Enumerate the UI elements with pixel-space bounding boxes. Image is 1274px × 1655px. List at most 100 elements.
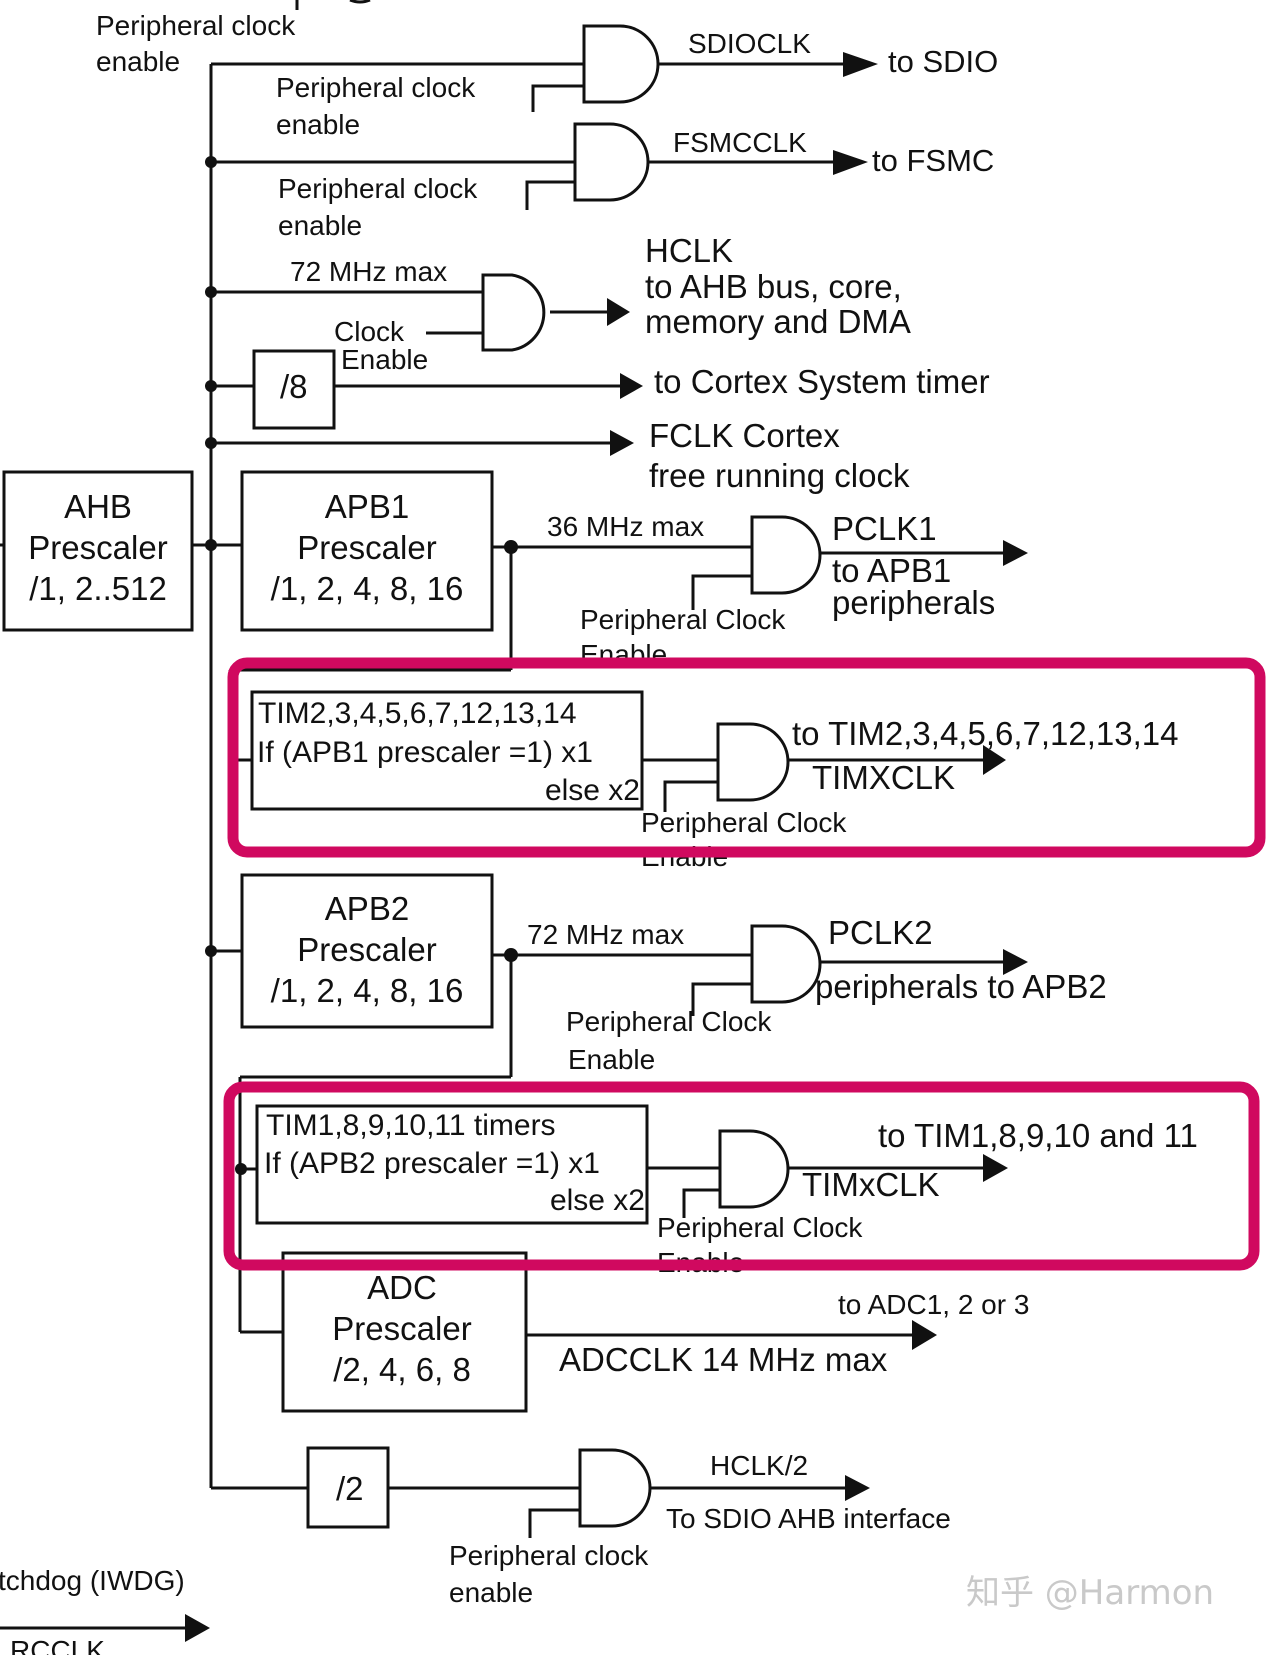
timx1-dest-label: to TIM2,3,4,5,6,7,12,13,14 — [792, 715, 1179, 752]
adc-label-2: Prescaler — [332, 1310, 471, 1347]
pclk1-arrow-icon — [1003, 540, 1028, 566]
sdio-and-gate — [582, 24, 660, 104]
fclk-arrow-icon — [610, 430, 634, 456]
pclk2-label: PCLK2 — [828, 914, 933, 951]
pclk2-and-gate — [750, 924, 822, 1004]
iwdg-signal-label: RCCLK — [10, 1635, 105, 1655]
timx1-enable-label-1: Peripheral Clock — [641, 807, 847, 838]
adc-arrow-icon — [912, 1320, 937, 1350]
hclk-enable-label-1: Clock — [334, 316, 405, 347]
apb2-max-label: 72 MHz max — [527, 919, 684, 950]
div2-label: /2 — [336, 1470, 364, 1507]
ahb-label-2: Prescaler — [28, 529, 167, 566]
fclk-label-1: FCLK Cortex — [649, 417, 840, 454]
apb1-label-3: /1, 2, 4, 8, 16 — [271, 570, 464, 607]
timx2-enable-label-1: Peripheral Clock — [657, 1212, 863, 1243]
div8-box — [252, 349, 336, 430]
timx1-arrow-icon — [983, 745, 1006, 775]
watermark: 知乎 @Harmon — [966, 1573, 1214, 1613]
timx1-and-gate — [716, 722, 790, 802]
apb1-timer-multiplier-box — [250, 690, 644, 811]
hclk-max-label: 72 MHz max — [290, 256, 447, 287]
fsmc-arrow-icon — [833, 150, 868, 175]
fsmc-enable-line — [525, 180, 575, 210]
ahb-junction-dot — [205, 539, 217, 551]
timx2-signal-label: TIMxCLK — [802, 1166, 940, 1203]
hclk2-enable-label-1: Peripheral clock — [449, 1540, 649, 1571]
pclk1-enable-label-1: Peripheral Clock — [580, 604, 786, 635]
hclk2-arrow-icon — [845, 1475, 870, 1501]
fsmc-enable-label-2: enable — [278, 210, 362, 241]
fsmc-enable-label-1: Peripheral clock — [278, 173, 478, 204]
adc-dest-label: to ADC1, 2 or 3 — [838, 1289, 1029, 1320]
pclk2-arrow-icon — [1003, 949, 1028, 975]
timx2-arrow-icon — [983, 1154, 1008, 1182]
top-gate-fragment — [349, 0, 371, 4]
adc-prescaler-box — [281, 1251, 528, 1413]
systick-dest-label: to Cortex System timer — [654, 363, 990, 400]
sdio-enable-label-2: enable — [276, 109, 360, 140]
hclk2-and-gate — [578, 1448, 652, 1528]
pclk1-and-gate — [750, 515, 822, 595]
apb2-label-1: APB2 — [325, 890, 409, 927]
systick-arrow-icon — [620, 373, 643, 399]
to-fsmc-label: to FSMC — [872, 143, 994, 178]
apb1-timer-label-1: TIM2,3,4,5,6,7,12,13,14 — [258, 697, 577, 730]
hclk-and-gate — [481, 273, 546, 352]
hclk-dest-label-2: memory and DMA — [645, 303, 911, 340]
apb1-timer-highlight — [227, 657, 1266, 858]
apb2-timer-label-2: If (APB2 prescaler =1) x1 — [264, 1147, 600, 1180]
apb1-timer-label-3: else x2 — [545, 774, 640, 807]
sdio-enable-label-1: Peripheral clock — [276, 72, 476, 103]
iwdg-label: tchdog (IWDG) — [0, 1565, 185, 1596]
hclk2-enable-line — [528, 1508, 580, 1538]
timx1-enable-line — [663, 780, 718, 812]
ahb-label-1: AHB — [64, 488, 132, 525]
apb1-label-1: APB1 — [325, 488, 409, 525]
top-enable-label-1: Peripheral clock — [96, 10, 296, 41]
fsmc-and-gate — [573, 122, 650, 202]
adcclk-label: ADCCLK 14 MHz max — [559, 1341, 888, 1378]
pclk2-dest-label: peripherals to APB2 — [815, 968, 1107, 1005]
apb2-timer-label-3: else x2 — [550, 1184, 645, 1217]
div8-label: /8 — [280, 368, 308, 405]
sdio-enable-line — [531, 84, 584, 112]
pclk1-enable-line — [691, 574, 752, 610]
timx2-enable-line — [682, 1188, 720, 1218]
hclk2-label: HCLK/2 — [710, 1450, 808, 1481]
apb2-timer-highlight — [223, 1081, 1260, 1271]
pclk1-dest-label-2: peripherals — [832, 584, 995, 621]
adc-label-3: /2, 4, 6, 8 — [333, 1351, 471, 1388]
hclk-enable-label-2: Enable — [341, 344, 428, 375]
fsmcclk-label: FSMCCLK — [673, 127, 807, 158]
apb1-label-2: Prescaler — [297, 529, 436, 566]
to-sdio-label: to SDIO — [888, 44, 998, 79]
top-enable-label-2: enable — [96, 46, 180, 77]
timx2-dest-label: to TIM1,8,9,10 and 11 — [878, 1117, 1198, 1154]
apb1-timer-label-2: If (APB1 prescaler =1) x1 — [257, 736, 593, 769]
apb2-label-2: Prescaler — [297, 931, 436, 968]
hclk-label: HCLK — [645, 232, 733, 269]
apb1-max-label: 36 MHz max — [547, 511, 704, 542]
pclk2-enable-label-2: Enable — [568, 1044, 655, 1075]
adc-label-1: ADC — [367, 1269, 437, 1306]
apb2-timer-multiplier-box — [255, 1104, 649, 1225]
apb2-timer-label-1: TIM1,8,9,10,11 timers — [266, 1109, 556, 1142]
timx1-signal-label: TIMXCLK — [812, 759, 955, 796]
sdioclk-label: SDIOCLK — [688, 28, 811, 59]
sdio-arrow-icon — [843, 52, 878, 77]
apb2-label-3: /1, 2, 4, 8, 16 — [271, 972, 464, 1009]
iwdg-arrow-icon — [185, 1614, 210, 1642]
timx2-and-gate — [718, 1129, 790, 1209]
apb1-prescaler-box — [240, 470, 494, 632]
pclk1-dest-label-1: to APB1 — [832, 552, 951, 589]
hclk2-dest-label: To SDIO AHB interface — [666, 1503, 951, 1534]
hclk-arrow-icon — [607, 298, 630, 326]
apb2-prescaler-box — [240, 873, 494, 1029]
pclk2-enable-line — [691, 982, 752, 1016]
pclk2-enable-label-1: Peripheral Clock — [566, 1006, 772, 1037]
pclk1-label: PCLK1 — [832, 510, 937, 547]
ahb-label-3: /1, 2..512 — [29, 570, 167, 607]
hclk2-enable-label-2: enable — [449, 1577, 533, 1608]
